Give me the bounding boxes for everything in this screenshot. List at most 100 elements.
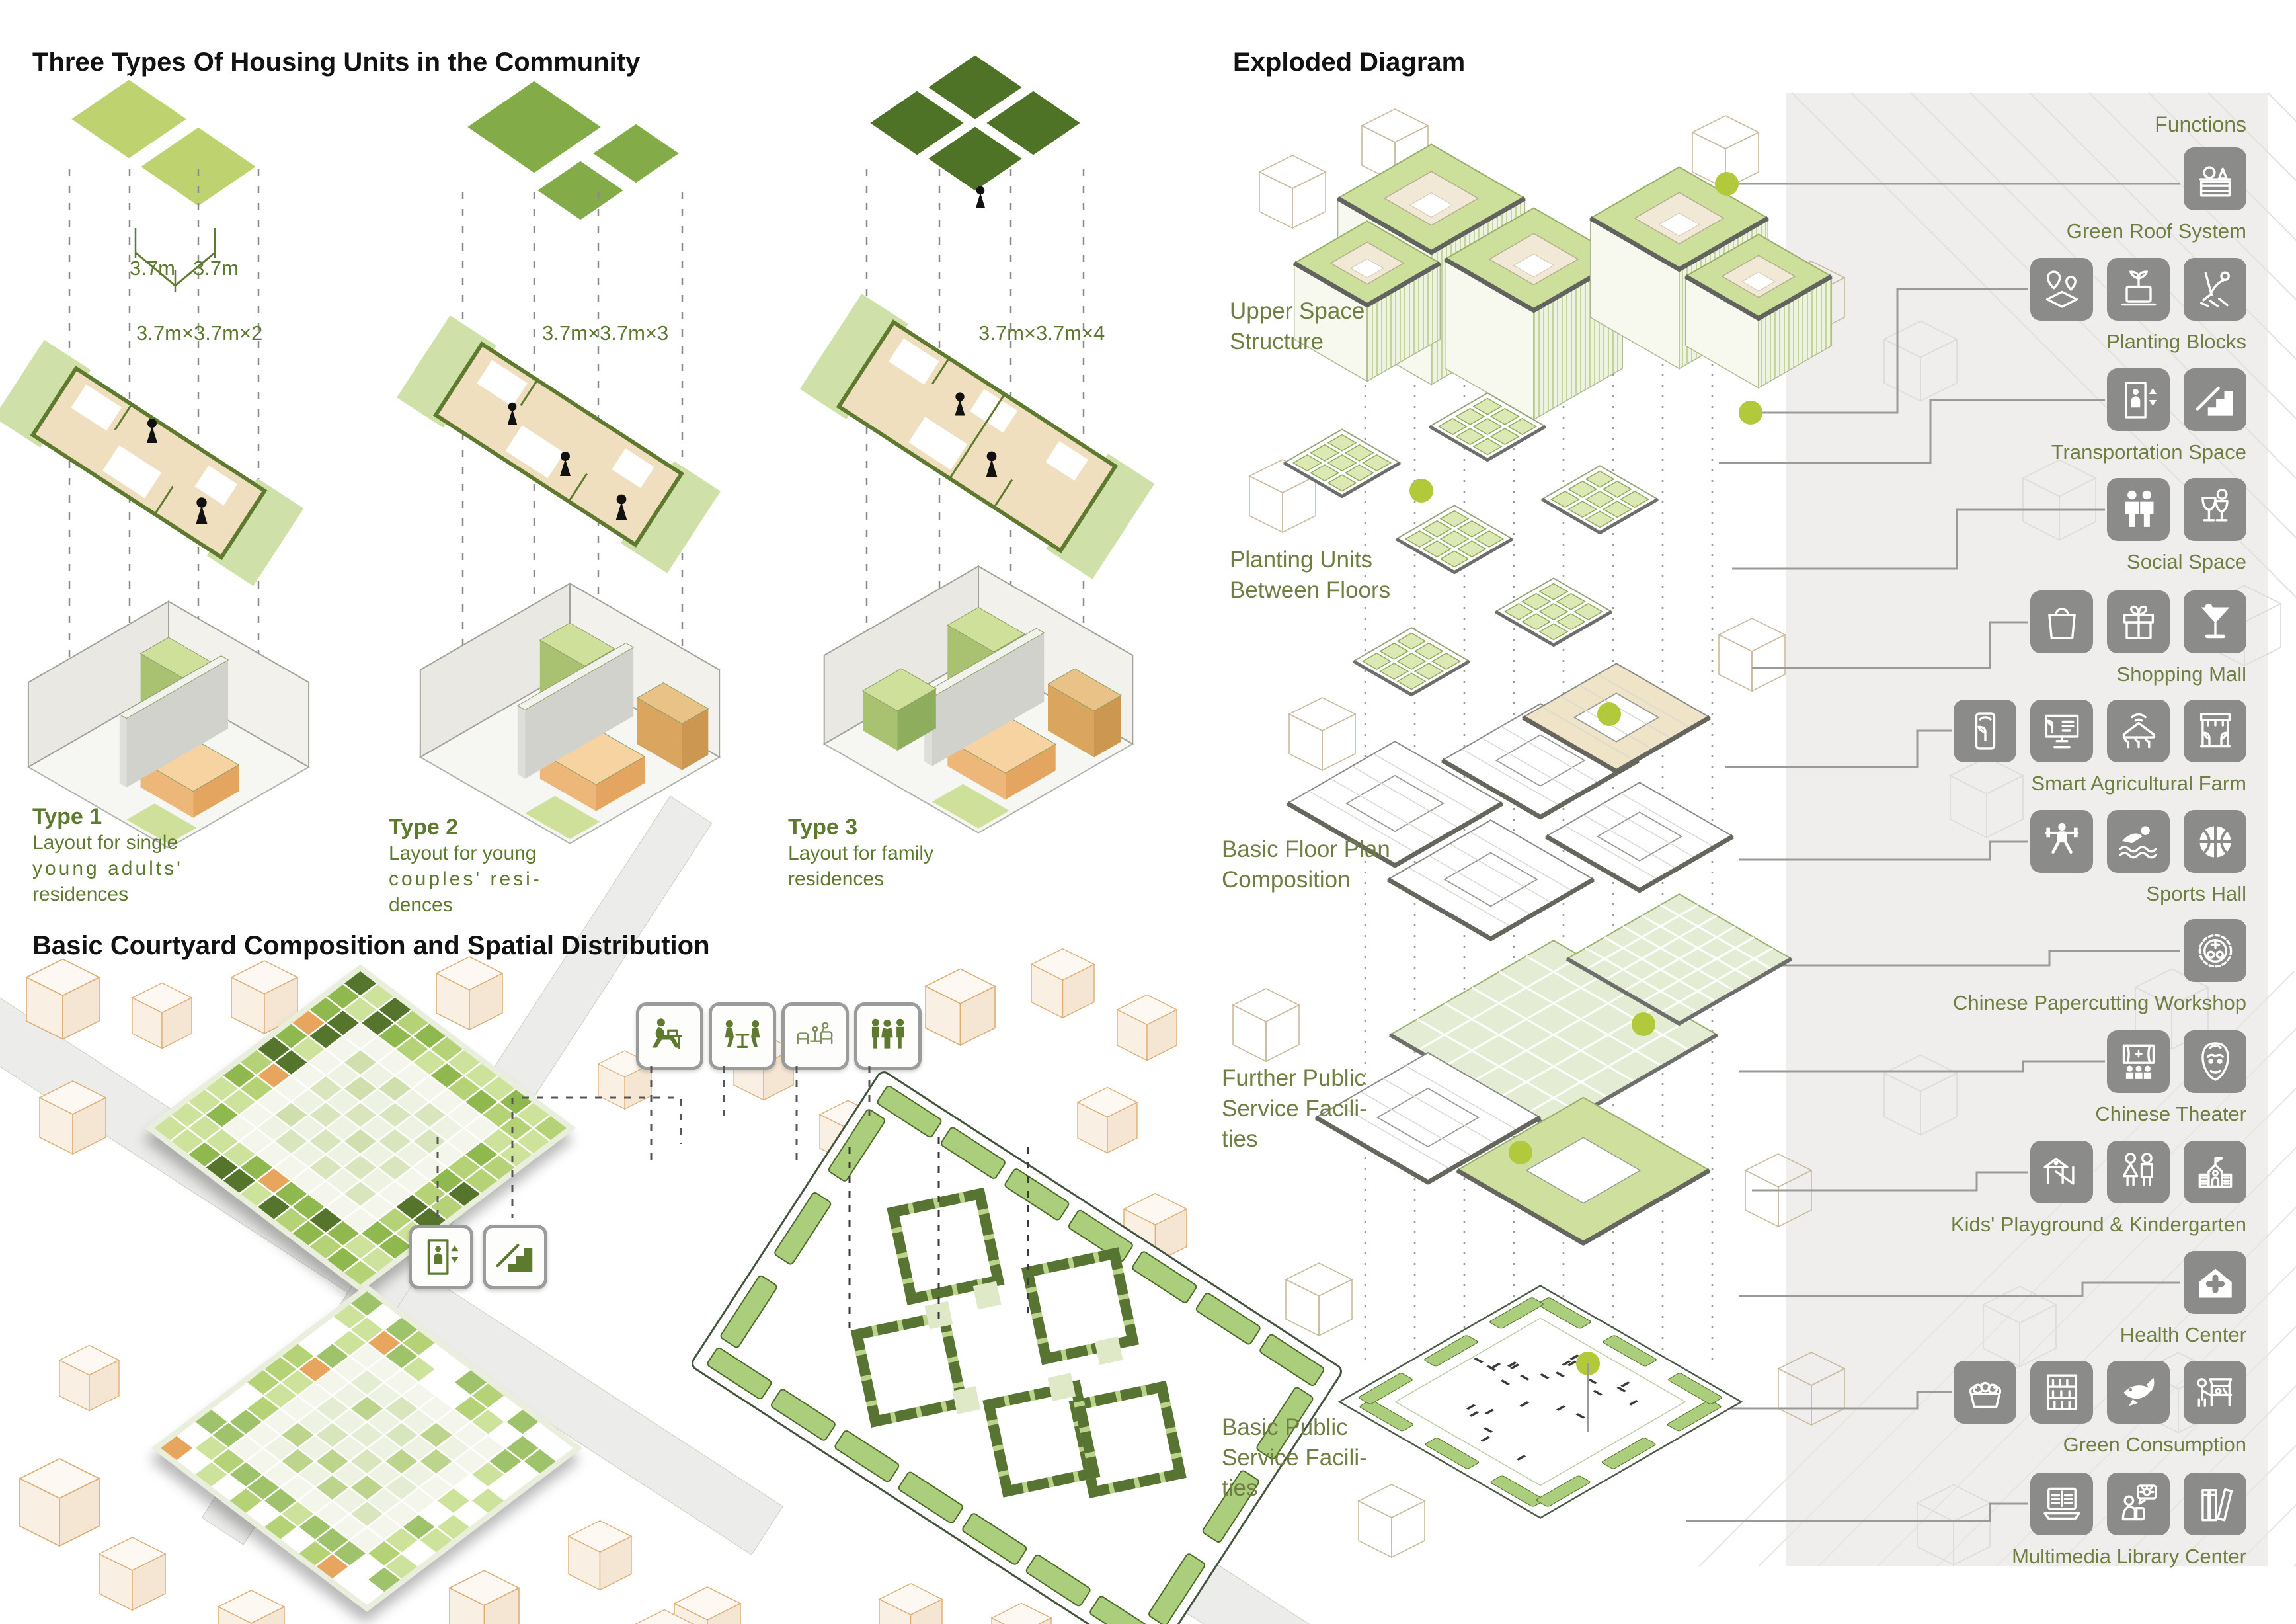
building-prism [448,1570,520,1624]
unit-diamond [530,156,631,225]
function-row: Multimedia Library Center [2012,1473,2246,1568]
type1-desc-line3: residences [32,883,129,905]
function-row: Chinese Papercutting Workshop [1953,919,2246,1015]
building-prism [924,968,996,1047]
connection-dot [1632,1012,1655,1036]
function-label: Green Consumption [2063,1433,2246,1456]
function-row: Chinese Theater [2095,1030,2246,1126]
goods-shelf-icon [2030,1361,2093,1424]
function-row: Health Center [2120,1251,2246,1347]
unit-diamond [586,119,686,188]
kindergarten-icon [2184,1141,2246,1203]
type1-desc-line2: young adults' [32,858,183,879]
exploded-axonometric-stack [1283,143,1833,1519]
room-axonometric [822,565,1134,834]
building-prism [98,1537,167,1611]
swimming-icon [2107,810,2170,873]
building-prism [58,1344,120,1412]
type3-dim: 3.7m×3.7m×4 [978,321,1105,345]
person-marker [507,402,518,425]
person-tablet-icon [2107,1473,2170,1535]
stairs-icon [483,1225,547,1289]
type2-desc-line2: couples' resi- [389,868,542,890]
people-icon [2107,478,2170,541]
function-label: Green Roof System [2066,220,2246,243]
indoor-farm-icon [2184,700,2246,762]
type3-label-block: Type 3 Layout for family residences [788,815,1006,892]
building-prism [131,982,193,1049]
function-label: Kids' Playground & Kindergarten [1950,1213,2246,1236]
fish-icon [2107,1361,2170,1424]
level-label-basic-floor-plan: Basic Floor Plan Composition [1222,836,1390,893]
ebook-icon [2030,1473,2093,1535]
function-label: Chinese Papercutting Workshop [1952,991,2246,1014]
room-axonometric [26,600,311,849]
function-row: Sports Hall [2030,810,2246,906]
papercut-icon [2184,919,2246,982]
type1-dim: 3.7m×3.7m×2 [136,321,263,345]
function-row: Social Space [2107,478,2246,574]
unit-diamond [979,86,1088,160]
person-marker [955,392,965,416]
green-roof-icon [2184,147,2246,210]
building-prism [634,1609,695,1624]
function-row: Transportation Space [2051,368,2246,464]
unit-diamond [921,122,1029,196]
connection-dot [1739,401,1762,425]
connection-dot [1597,702,1621,726]
building-prism [1076,1086,1138,1154]
building-prism [878,1582,943,1624]
type2-name: Type 2 [389,815,459,840]
unit-diamond [863,86,971,160]
books-icon [2184,1473,2246,1535]
market-stall-icon [2184,1361,2246,1424]
person-marker [560,452,571,476]
kids-icon [2107,1141,2170,1203]
type2-dim: 3.7m×3.7m×3 [542,321,669,345]
building-prism [435,956,504,1031]
desk-work-icon [636,1002,703,1070]
building-prism [1030,948,1095,1019]
building-prism [217,1590,286,1624]
building-prism [18,1457,101,1547]
function-row: Planting Blocks [2030,258,2246,354]
building-prism [230,960,299,1035]
function-row: Green Roof System [2067,147,2246,243]
functions-heading: Functions [2155,112,2246,136]
greenhouse-wifi-icon [2107,700,2170,762]
function-label: Social Space [2127,550,2246,573]
monitor-agri-icon [2030,700,2093,762]
shopping-bag-icon [2030,590,2093,653]
function-label: Shopping Mall [2116,663,2246,686]
elevator-icon [2107,368,2170,431]
type2-label-block: Type 2 Layout for young couples' resi- d… [389,815,607,918]
building-prism [25,958,100,1040]
health-house-icon [2184,1251,2246,1314]
social-group-icon [854,1002,922,1070]
floor-plan [799,294,1155,579]
type2-desc-line1: Layout for young [389,842,537,864]
type2-desc-line3: dences [389,894,453,916]
building-prism [38,1080,107,1155]
building-prism [673,1586,742,1624]
function-label: Smart Agricultural Farm [2031,772,2246,795]
function-label: Chinese Theater [2095,1102,2246,1125]
playground-icon [2030,1141,2093,1203]
stage-icon [2107,1030,2170,1093]
type1-label-block: Type 1 Layout for single young adults' r… [32,804,251,907]
lounge-icon [781,1002,849,1070]
function-label: Transportation Space [2051,440,2246,464]
dim-a-label: 3.7m [130,257,175,280]
housing-section-title: Three Types Of Housing Units in the Comm… [32,48,641,77]
person-marker [147,419,157,443]
exploded-section-title: Exploded Diagram [1233,48,1466,77]
building-prism [567,1520,633,1591]
type1-name: Type 1 [32,804,102,829]
function-row: Kids' Playground & Kindergarten [1951,1141,2246,1237]
function-row: Smart Agricultural Farm [1954,700,2246,795]
level-label-further-public: Further Public Service Facili- ties [1222,1065,1367,1152]
floor-plan [0,339,304,587]
person-marker [975,186,986,208]
person-marker [196,497,208,524]
farmer-icon [2184,258,2246,321]
